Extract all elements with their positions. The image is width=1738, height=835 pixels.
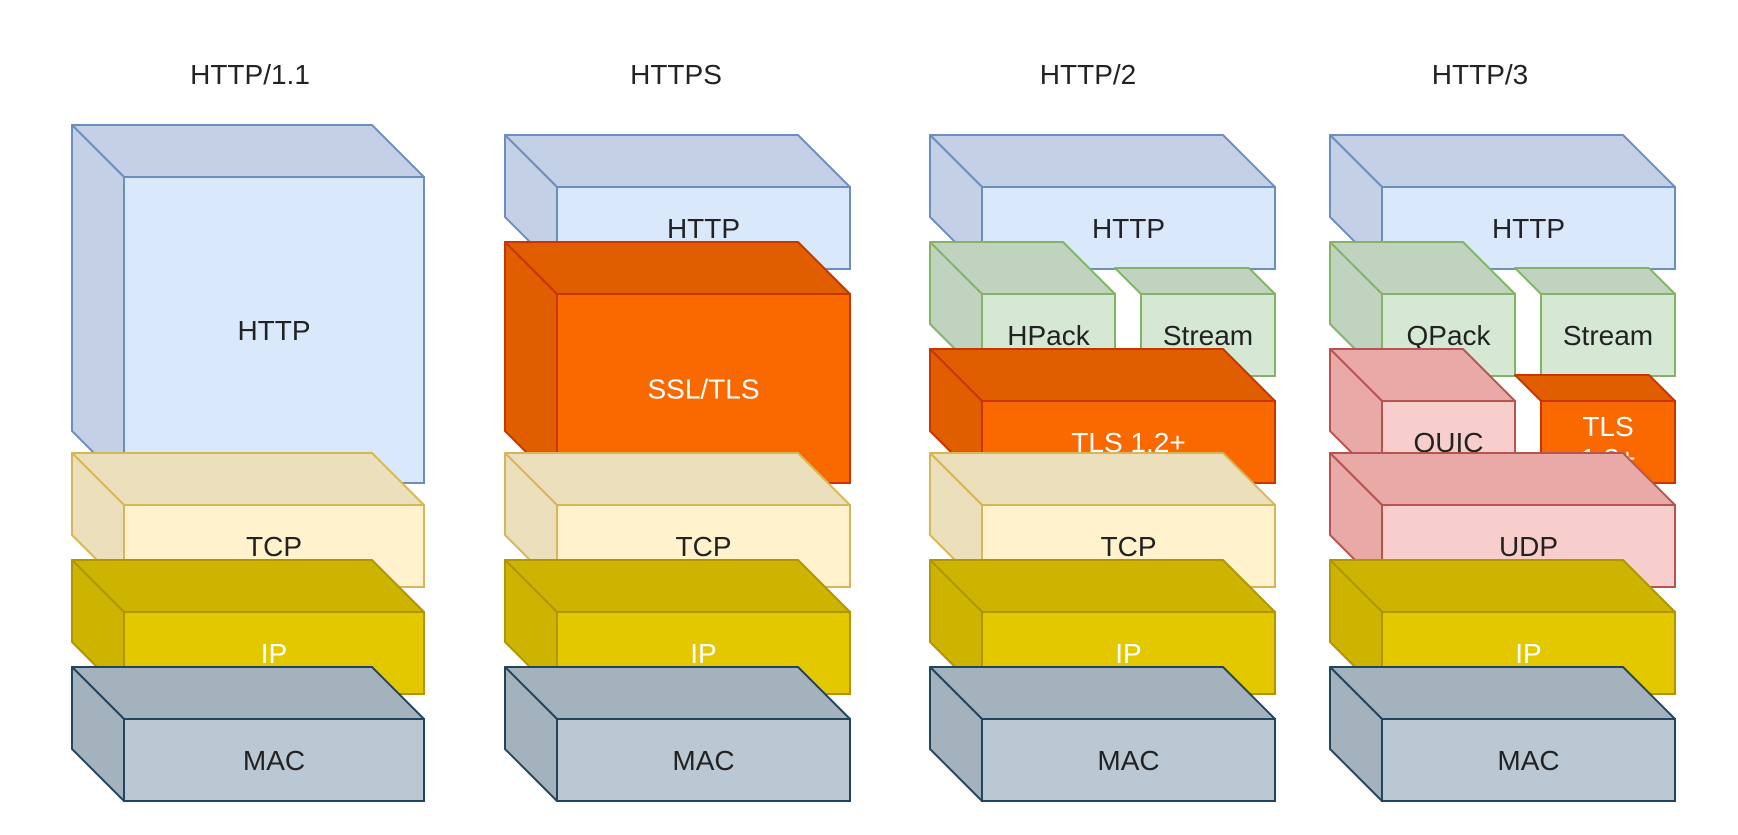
layer-label: SSL/TLS [647, 374, 759, 405]
layer-front-face [123, 176, 425, 484]
layer-label: TCP [676, 531, 732, 562]
layer-top-face [1514, 267, 1676, 295]
layer-label: HPack [1007, 320, 1090, 351]
layer-top-face [71, 124, 425, 178]
layer-top-face [1329, 559, 1676, 613]
stack-title-http1-1: HTTP/1.1 [190, 59, 310, 90]
layer-top-face [929, 452, 1276, 506]
layer-label: MAC [243, 745, 305, 776]
layer-ssl-tls: SSL/TLS [504, 241, 851, 484]
layer-top-face [1329, 452, 1676, 506]
layer-top-face [929, 559, 1276, 613]
layer-mac: MAC [504, 666, 851, 802]
layer-top-face [929, 134, 1276, 188]
layer-label: IP [261, 638, 287, 669]
layer-front-face [123, 718, 425, 802]
layer-top-face [504, 134, 851, 188]
layer-top-face [504, 666, 851, 720]
layer-label: HTTP [1492, 213, 1565, 244]
layer-front-face [556, 293, 851, 484]
layer-http: HTTP [929, 134, 1276, 270]
layer-side-face [71, 124, 125, 484]
layer-label: TCP [1101, 531, 1157, 562]
layer-label: TCP [246, 531, 302, 562]
layer-top-face [929, 348, 1276, 402]
layer-top-face [1329, 134, 1676, 188]
layer-label: IP [1515, 638, 1541, 669]
layer-label: MAC [672, 745, 734, 776]
layer-front-face [556, 718, 851, 802]
layer-label: HTTP [237, 315, 310, 346]
layer-mac: MAC [1329, 666, 1676, 802]
layer-top-face [71, 666, 425, 720]
layer-top-face [504, 241, 851, 295]
layer-top-face [1114, 267, 1276, 295]
layer-top-face [71, 452, 425, 506]
layer-label: UDP [1499, 531, 1558, 562]
layer-top-face [504, 559, 851, 613]
layer-top-face [1514, 374, 1676, 402]
layer-top-face [71, 559, 425, 613]
layer-label: IP [1115, 638, 1141, 669]
layer-stream: Stream [1514, 267, 1676, 377]
layer-front-face [981, 718, 1276, 802]
layer-label: QPack [1406, 320, 1491, 351]
stack-title-http2: HTTP/2 [1040, 59, 1136, 90]
layer-mac: MAC [929, 666, 1276, 802]
layer-mac: MAC [71, 666, 425, 802]
layer-top-face [1329, 666, 1676, 720]
layer-front-face [1381, 718, 1676, 802]
layer-label: IP [690, 638, 716, 669]
layer-front-face [1540, 293, 1676, 377]
stack-https: HTTPS HTTP SSL/TLS TCP IP MAC [504, 59, 851, 802]
stack-http2: HTTP/2 HTTP HPack Stream TLS 1.2+ TCP IP… [929, 59, 1276, 802]
layer-label: Stream [1563, 320, 1653, 351]
layer-top-face [929, 666, 1276, 720]
layer-label: MAC [1497, 745, 1559, 776]
layer-label: Stream [1163, 320, 1253, 351]
layer-label: HTTP [1092, 213, 1165, 244]
layer-front-face [981, 186, 1276, 270]
stack-http1-1: HTTP/1.1 HTTP TCP IP MAC [71, 59, 425, 802]
layer-label: MAC [1097, 745, 1159, 776]
layer-http: HTTP [71, 124, 425, 484]
layer-label: HTTP [667, 213, 740, 244]
stack-title-https: HTTPS [630, 59, 722, 90]
layer-top-face [504, 452, 851, 506]
layer-udp: UDP [1329, 452, 1676, 588]
stack-title-http3: HTTP/3 [1432, 59, 1528, 90]
